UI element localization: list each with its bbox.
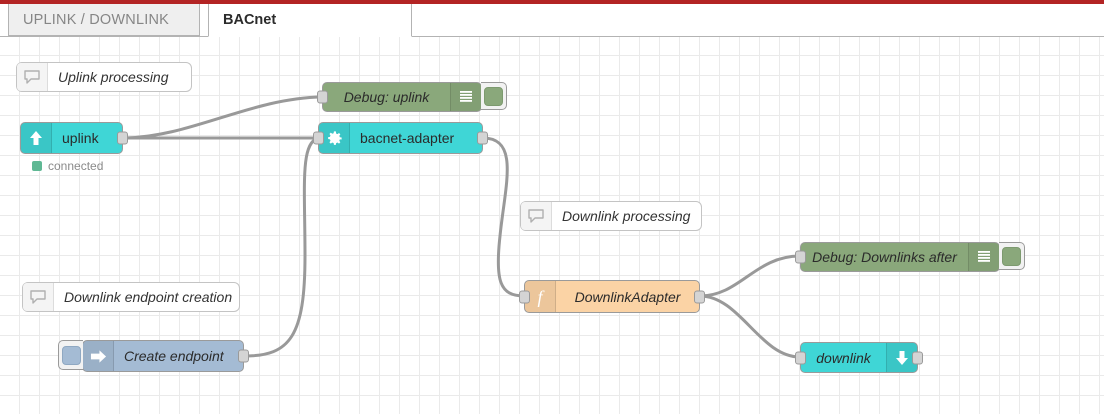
input-port[interactable]	[313, 131, 324, 145]
node-uplink[interactable]: uplink	[20, 122, 128, 154]
node-debug-uplink[interactable]: Debug: uplink	[317, 82, 507, 112]
inject-arrow-icon	[83, 341, 114, 371]
flow-canvas[interactable]: Uplink processing Downlink processing Do…	[0, 36, 1104, 414]
node-status-uplink: connected	[32, 159, 103, 173]
node-debug-downlinks-after[interactable]: Debug: Downlinks after	[795, 242, 1025, 272]
window-accent-bar	[0, 0, 1104, 4]
wire-downlink-adapter-to-downlink	[699, 294, 801, 359]
flow-tab-strip: UPLINK / DOWNLINK BACnet	[0, 4, 1104, 37]
arrow-up-icon	[21, 123, 52, 153]
node-label: Debug: uplink	[343, 89, 430, 105]
node-label: Create endpoint	[124, 348, 224, 364]
wire-downlink-adapter-to-debug-downlinks	[699, 254, 801, 298]
node-label: uplink	[62, 130, 99, 146]
comment-icon	[521, 202, 552, 230]
comment-label: Uplink processing	[58, 69, 169, 85]
input-port[interactable]	[519, 290, 530, 303]
output-port[interactable]	[117, 131, 128, 145]
wire-create-endpoint-to-bacnet-adapter	[244, 136, 319, 358]
debug-enable-toggle[interactable]	[481, 82, 507, 110]
input-port[interactable]	[317, 90, 328, 104]
output-port[interactable]	[912, 351, 923, 364]
wire-uplink-to-debug-uplink	[121, 95, 323, 140]
status-dot	[32, 161, 42, 171]
function-f-icon: f	[525, 281, 556, 312]
node-downlink-adapter[interactable]: f DownlinkAdapter	[519, 280, 705, 313]
inject-button-indicator	[61, 345, 81, 365]
debug-enable-toggle[interactable]	[999, 242, 1025, 270]
output-port[interactable]	[238, 349, 249, 363]
tab-uplink-downlink[interactable]: UPLINK / DOWNLINK	[8, 4, 200, 36]
node-bacnet-adapter[interactable]: bacnet-adapter	[313, 122, 488, 154]
comment-node-downlink-processing[interactable]: Downlink processing	[520, 201, 702, 231]
node-create-endpoint[interactable]: Create endpoint	[58, 340, 249, 372]
comment-node-uplink-processing[interactable]: Uplink processing	[16, 62, 192, 92]
debug-lines-icon	[968, 243, 999, 271]
node-label: Debug: Downlinks after	[812, 249, 957, 265]
comment-icon	[23, 283, 54, 311]
node-downlink[interactable]: downlink	[795, 342, 923, 373]
canvas-top-border	[0, 36, 1104, 37]
node-label: DownlinkAdapter	[574, 288, 681, 305]
output-port[interactable]	[477, 131, 488, 145]
inject-trigger-button[interactable]	[58, 340, 83, 370]
comment-node-downlink-endpoint-creation[interactable]: Downlink endpoint creation	[22, 282, 240, 312]
svg-text:f: f	[537, 287, 545, 307]
input-port[interactable]	[795, 351, 806, 364]
arrow-down-icon	[886, 343, 917, 372]
debug-toggle-indicator	[1002, 246, 1021, 266]
status-label: connected	[48, 159, 104, 173]
tab-bacnet[interactable]: BACnet	[208, 4, 412, 37]
comment-label: Downlink processing	[562, 208, 691, 224]
debug-lines-icon	[450, 83, 481, 111]
output-port[interactable]	[694, 290, 705, 303]
wire-bacnet-adapter-to-downlink-adapter	[482, 136, 525, 298]
input-port[interactable]	[795, 250, 806, 264]
comment-label: Downlink endpoint creation	[64, 289, 233, 305]
debug-toggle-indicator	[484, 86, 503, 106]
comment-icon	[17, 63, 48, 91]
node-label: bacnet-adapter	[360, 130, 455, 146]
node-label: downlink	[816, 349, 871, 366]
gear-icon	[319, 123, 350, 153]
